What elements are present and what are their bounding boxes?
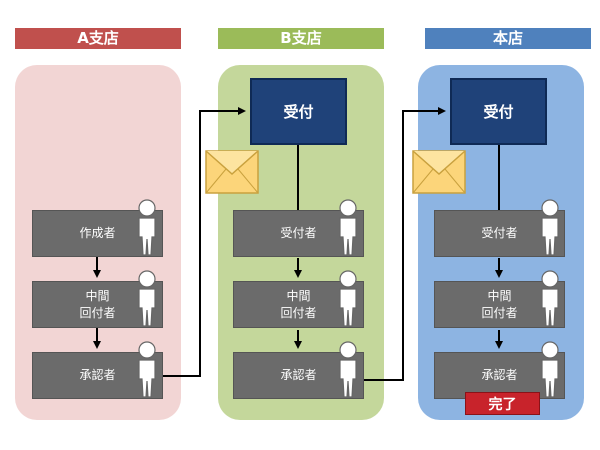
person-icon (138, 270, 156, 327)
a-step-approver-label: 承認者 (79, 368, 116, 382)
envelope-icon (412, 150, 466, 194)
hq-step-intermediate-label: 中間 回付者 (481, 288, 518, 320)
b-branch-receive-box: 受付 (250, 78, 347, 145)
header-a-branch: A支店 (15, 28, 181, 49)
person-icon (138, 199, 156, 256)
b-step-intermediate-label: 中間 回付者 (280, 288, 317, 320)
person-icon (339, 270, 357, 327)
person-icon (541, 270, 559, 327)
b-step-receiver-label: 受付者 (280, 226, 317, 240)
person-icon (339, 341, 357, 398)
person-icon (541, 341, 559, 398)
header-head-office: 本店 (425, 28, 591, 49)
person-icon (339, 199, 357, 256)
envelope-icon (205, 150, 259, 194)
arrow-a-to-b (162, 107, 246, 377)
hq-step-receiver-label: 受付者 (481, 226, 518, 240)
a-step-intermediate-label: 中間 回付者 (79, 288, 116, 320)
arrow-b-to-hq (364, 107, 446, 381)
header-b-branch: B支店 (218, 28, 384, 49)
head-office-receive-box: 受付 (450, 78, 547, 145)
complete-badge: 完了 (465, 392, 540, 415)
person-icon (541, 199, 559, 256)
person-icon (138, 341, 156, 398)
a-step-creator-label: 作成者 (79, 226, 116, 240)
b-step-approver-label: 承認者 (280, 368, 317, 382)
hq-step-approver-label: 承認者 (481, 368, 518, 382)
